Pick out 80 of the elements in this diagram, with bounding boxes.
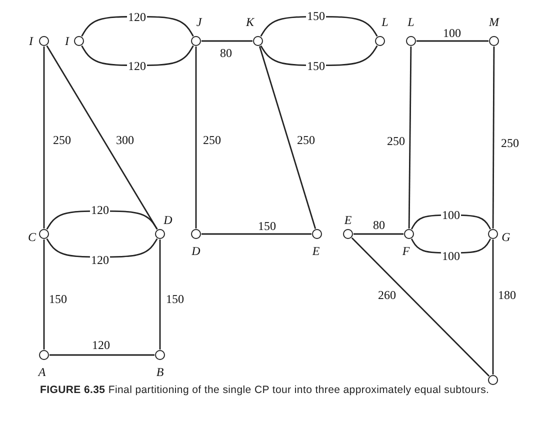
- node-circle: [38, 350, 48, 360]
- node-letter: I: [65, 35, 69, 47]
- node-circle: [252, 36, 262, 46]
- edge-line: [81, 16, 194, 37]
- edge-line: [410, 238, 492, 254]
- edge-line: [410, 214, 492, 230]
- edge-label: 180: [497, 289, 517, 301]
- edge-label: 120: [90, 204, 110, 216]
- edge-line: [258, 46, 316, 229]
- edge-line: [46, 45, 158, 230]
- edge-line: [202, 40, 252, 42]
- edge-label: 150: [48, 293, 68, 305]
- node-circle: [342, 228, 352, 238]
- node-circle: [404, 228, 414, 238]
- node-circle: [374, 36, 384, 46]
- edge-line: [408, 46, 412, 228]
- edge-line: [354, 233, 404, 235]
- node-circle: [74, 36, 84, 46]
- node-letter: B: [156, 366, 164, 378]
- edge-line: [43, 240, 45, 350]
- node-letter: D: [164, 214, 172, 226]
- edge-label: 120: [90, 254, 110, 266]
- node-circle: [488, 374, 498, 384]
- edge-line: [43, 46, 45, 228]
- edge-label: 80: [372, 219, 386, 231]
- edge-label: 300: [115, 134, 135, 146]
- node-letter: L: [382, 16, 388, 28]
- edge-line: [195, 46, 197, 228]
- edge-label: 150: [306, 60, 326, 72]
- node-letter: A: [38, 366, 46, 378]
- edge-line: [492, 240, 494, 374]
- edge-line: [260, 16, 378, 37]
- edge-line: [260, 45, 378, 66]
- edge-label: 250: [500, 137, 520, 149]
- node-letter: G: [502, 231, 510, 243]
- node-letter: J: [196, 16, 202, 28]
- node-circle: [154, 228, 164, 238]
- edge-line: [50, 354, 154, 356]
- edge-label: 100: [441, 209, 461, 221]
- node-letter: D: [192, 245, 200, 257]
- edge-label: 120: [91, 339, 111, 351]
- figure-caption: FIGURE 6.35 Final partitioning of the single CP tour into three approximately equal subtours.: [40, 383, 490, 398]
- node-circle: [190, 228, 200, 238]
- edge-line: [492, 46, 495, 228]
- edge-label: 250: [296, 134, 316, 146]
- edge-label: 120: [127, 60, 147, 72]
- node-circle: [488, 36, 498, 46]
- edge-line: [46, 238, 158, 258]
- node-circle: [38, 228, 48, 238]
- edge-label: 150: [306, 10, 326, 22]
- edge-line: [202, 233, 312, 235]
- edge-line: [81, 45, 194, 66]
- node-letter: E: [312, 245, 320, 257]
- edge-line: [351, 237, 490, 377]
- node-letter: E: [344, 214, 352, 226]
- edge-label: 80: [219, 47, 233, 59]
- node-circle: [488, 228, 498, 238]
- node-circle: [38, 36, 48, 46]
- edge-label: 250: [386, 135, 406, 147]
- edge-label: 120: [127, 11, 147, 23]
- node-letter: F: [402, 245, 410, 257]
- edge-line: [46, 210, 158, 230]
- node-letter: L: [408, 16, 414, 28]
- edge-label: 250: [202, 134, 222, 146]
- node-circle: [312, 228, 322, 238]
- node-circle: [190, 36, 200, 46]
- edge-line: [159, 240, 161, 350]
- node-letter: M: [489, 16, 499, 28]
- edge-line: [416, 40, 488, 42]
- node-letter: I: [29, 35, 33, 47]
- edge-label: 100: [441, 250, 461, 262]
- edge-label: 150: [165, 293, 185, 305]
- edge-label: 260: [377, 289, 397, 301]
- node-circle: [406, 36, 416, 46]
- edge-label: 150: [257, 220, 277, 232]
- node-circle: [154, 350, 164, 360]
- edge-label: 250: [52, 134, 72, 146]
- edge-label: 100: [442, 27, 462, 39]
- node-letter: C: [28, 231, 36, 243]
- node-letter: K: [246, 16, 254, 28]
